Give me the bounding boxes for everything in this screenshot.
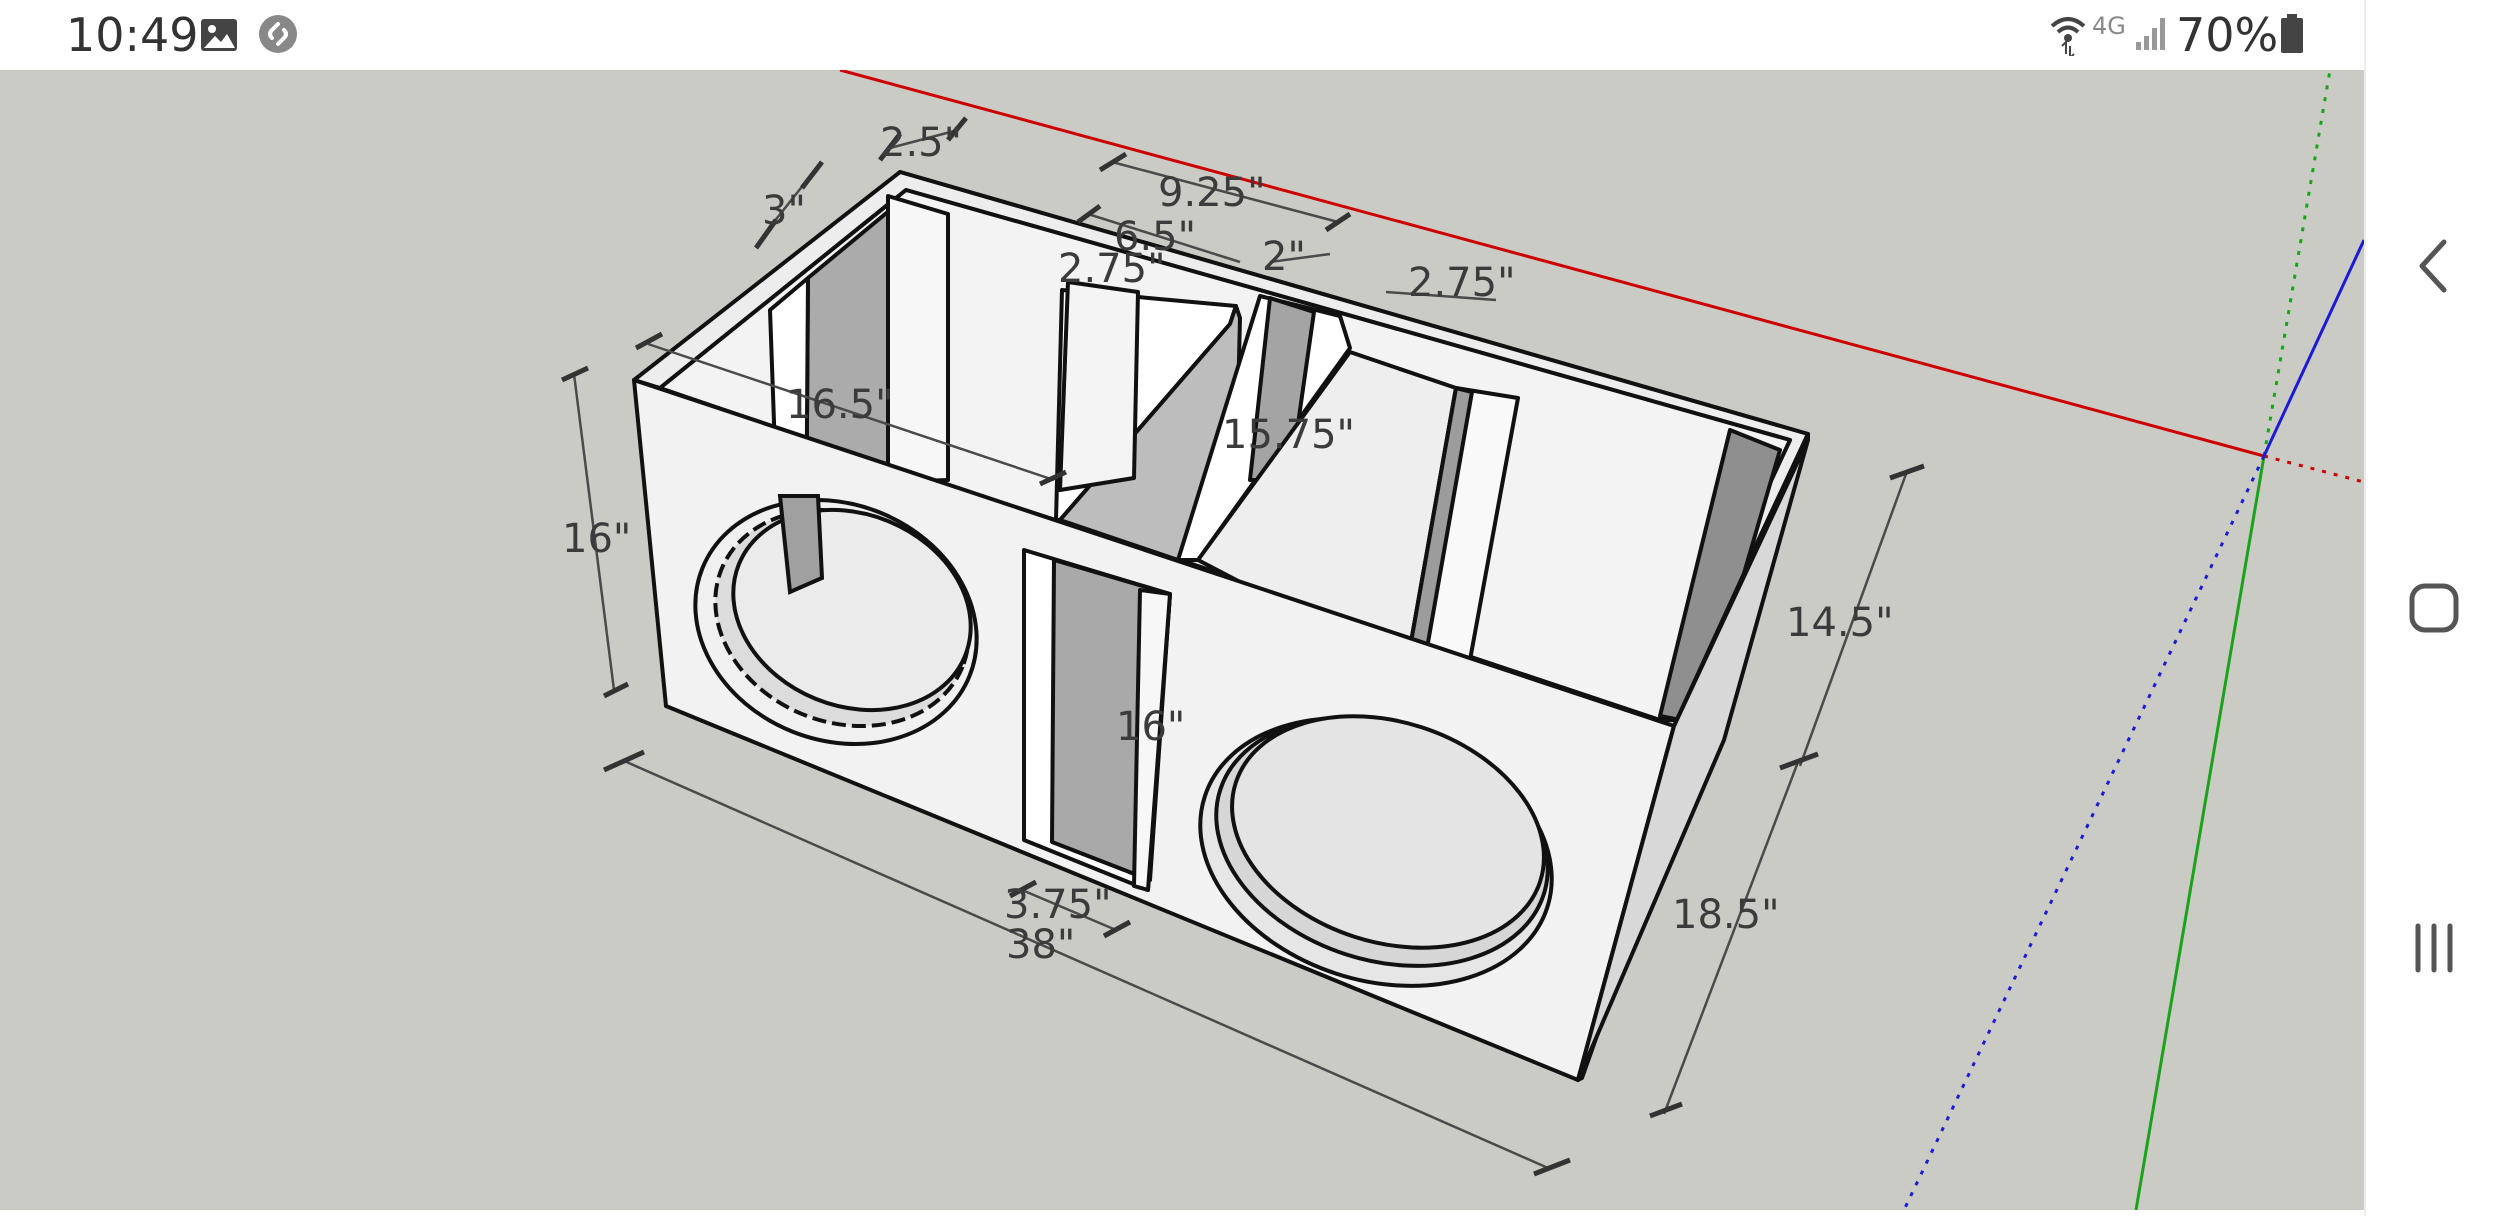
dim-line-16-5	[647, 342, 1055, 482]
tick	[753, 218, 779, 250]
status-time: 10:49	[66, 8, 199, 62]
tick	[1533, 1157, 1571, 1177]
red-axis	[839, 70, 2265, 458]
top-strip	[886, 194, 950, 484]
tick	[1098, 151, 1128, 173]
middle-port-slot	[1058, 280, 1140, 492]
model-viewport[interactable]: 16" 16.5" 38" 3.75" 18.5" 14.5" 3" 2.5" …	[0, 70, 2364, 1210]
navigation-bar	[2364, 0, 2500, 1216]
left-speaker-cutout	[693, 494, 979, 746]
battery-percent: 70%	[2176, 8, 2279, 62]
tick	[946, 116, 968, 142]
tick	[560, 365, 590, 383]
dim-line-9-25	[1111, 160, 1339, 224]
dim-label-top-2-75-left: 2.75"	[1058, 246, 1165, 292]
tick	[602, 749, 646, 773]
dim-label-height-side: 14.5"	[1786, 600, 1893, 646]
back-button[interactable]	[2366, 206, 2500, 326]
bottom-strip	[0, 1210, 2364, 1216]
dim-label-top-3: 3"	[762, 188, 806, 234]
tick	[1779, 751, 1819, 771]
back-icon	[2419, 239, 2447, 293]
dim-line-38	[621, 758, 1549, 1170]
front-port-inner	[1132, 588, 1172, 892]
battery-icon	[2281, 14, 2303, 53]
shazam-icon	[259, 15, 297, 53]
tick	[1008, 879, 1038, 899]
speaker-box-model[interactable]: 16" 16.5" 38" 3.75" 18.5" 14.5" 3" 2.5" …	[0, 70, 2364, 1210]
dim-label-depth-side: 18.5"	[1672, 892, 1779, 938]
dim-line-16	[572, 373, 616, 691]
right-speaker-cutout	[1198, 714, 1554, 988]
dim-line-2	[1269, 252, 1331, 264]
signal-icon	[2136, 18, 2165, 50]
dim-line-3-75	[1021, 888, 1117, 932]
blue-axis	[2262, 239, 2364, 457]
dim-label-top-9-25: 9.25"	[1158, 170, 1265, 216]
dim-label-depth: 16.5"	[786, 382, 893, 428]
tick	[878, 132, 902, 162]
tick	[602, 681, 630, 699]
dim-label-port-16: 16"	[1116, 704, 1185, 750]
dim-label-top-6-5: 6.5"	[1114, 214, 1196, 260]
home-icon	[2409, 583, 2459, 633]
right-side-panel-edge	[1576, 438, 1810, 1082]
dim-label-inner-15-75: 15.75"	[1222, 412, 1355, 458]
dim-line-14-5	[1798, 473, 1908, 767]
dim-line-18-5	[1662, 761, 1800, 1115]
wifi-icon	[2050, 17, 2086, 56]
status-bar: 10:49 4G 70%	[0, 0, 2364, 70]
tick	[800, 160, 824, 190]
tick	[1076, 203, 1102, 225]
dim-label-top-2-75-right: 2.75"	[1408, 260, 1515, 306]
recents-button[interactable]	[2366, 888, 2500, 1008]
dim-label-top-2-5: 2.5"	[880, 120, 962, 166]
blue-axis-dotted	[1902, 455, 2266, 1210]
home-button[interactable]	[2366, 548, 2500, 668]
recents-icon	[2415, 923, 2453, 973]
tick	[1649, 1101, 1683, 1119]
dim-label-height-front: 16"	[562, 516, 631, 562]
tick	[1324, 211, 1352, 233]
tick	[1102, 919, 1132, 939]
green-axis	[2134, 455, 2266, 1210]
dim-label-port-width: 3.75"	[1004, 882, 1111, 928]
tick	[1038, 469, 1068, 487]
tick	[634, 331, 664, 351]
network-label: 4G	[2092, 12, 2126, 40]
gallery-icon	[201, 19, 237, 51]
dim-label-top-2: 2"	[1262, 234, 1306, 280]
dim-line-2-5	[889, 128, 959, 150]
dim-line-6-5	[1087, 212, 1241, 264]
dim-label-width-total: 38"	[1006, 922, 1075, 968]
dim-line-2-75-right	[1385, 290, 1497, 302]
red-axis-dotted	[2263, 454, 2364, 484]
green-axis-dotted	[2262, 70, 2332, 457]
tick	[1889, 463, 1925, 481]
